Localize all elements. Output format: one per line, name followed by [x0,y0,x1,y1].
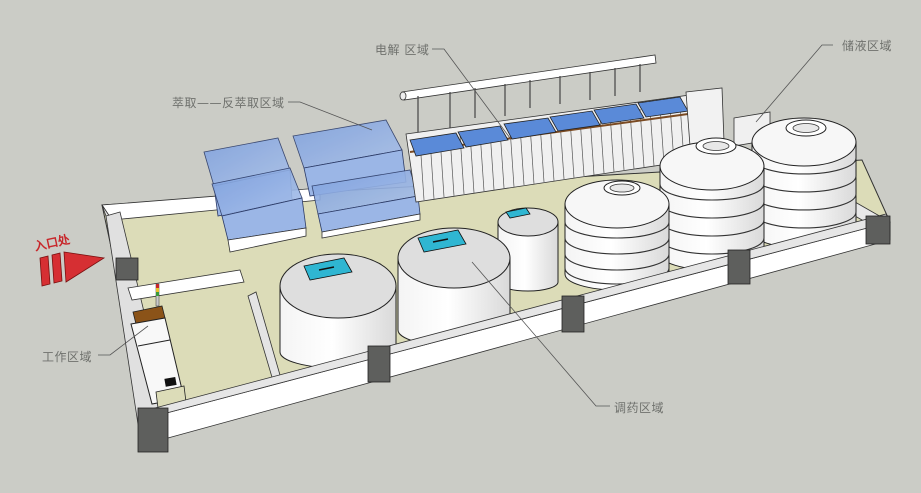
extraction-zone-label: 萃取——反萃取区域 [172,96,285,110]
storage-zone-label: 储液区域 [842,39,893,53]
pillar [561,295,585,333]
work-zone-label: 工作区域 [42,350,93,364]
pillars [115,215,891,453]
dosing-zone [279,207,559,369]
glass-tank [211,167,307,253]
work-zone [127,269,283,409]
pillar [137,407,169,453]
dosing-zone-label: 调药区域 [614,401,665,415]
glass-tank [311,169,421,239]
extraction-zone [203,119,421,253]
pillar [115,257,139,281]
storage-tank [564,179,670,291]
electrolysis-zone [399,54,725,203]
pillar [367,345,391,383]
storage-zone [564,111,857,291]
leader-lines [98,44,833,407]
pillar [727,249,751,285]
storage-tank [751,117,857,249]
pillar [865,215,891,245]
electrolysis-zone-label: 电解 区域 [375,43,430,57]
entrance-marker [39,251,106,287]
dosing-tank [497,207,559,292]
